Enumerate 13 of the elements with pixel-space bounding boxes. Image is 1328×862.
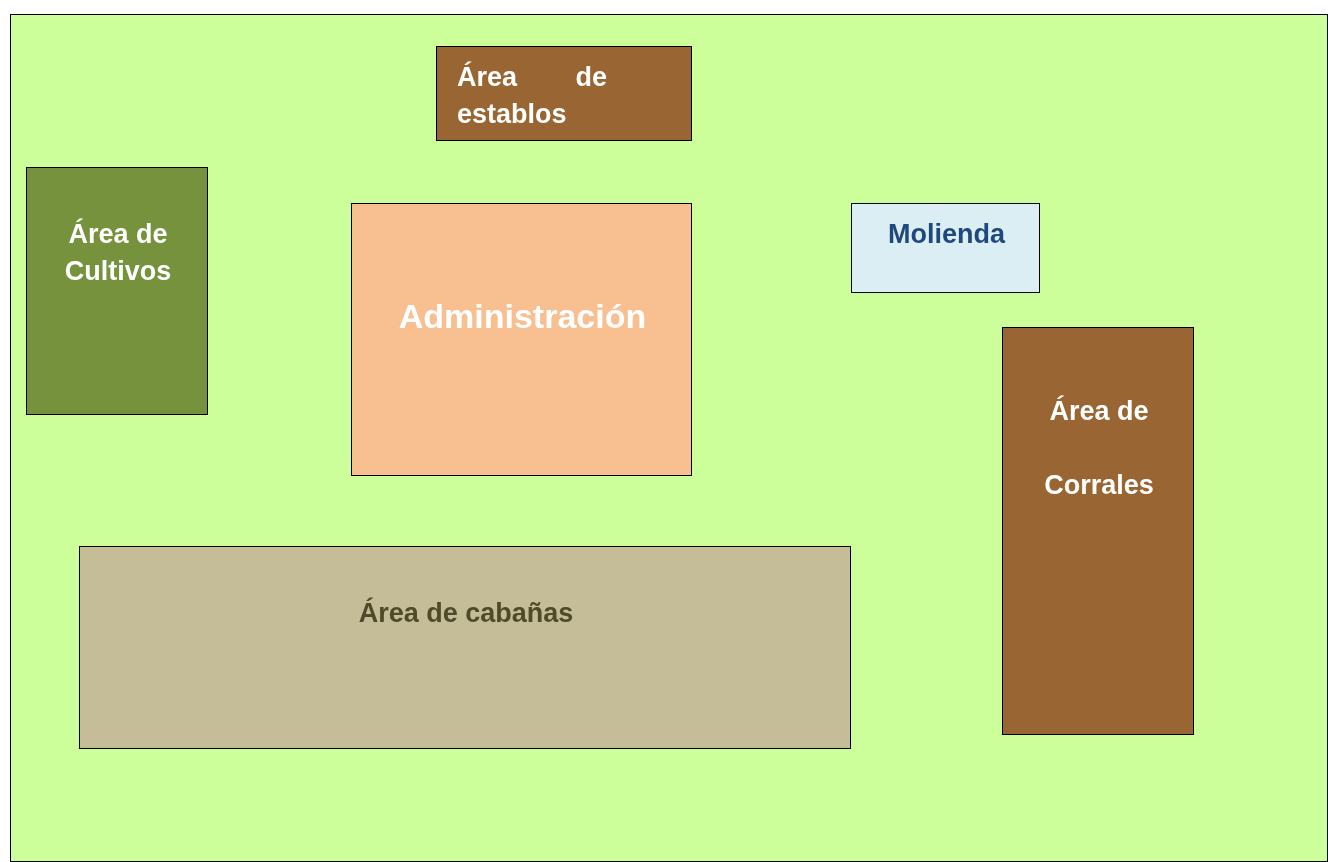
administration-area	[351, 203, 692, 476]
area-label: Área de establos	[457, 60, 607, 131]
area-label: Área de Cultivos	[63, 217, 173, 288]
cabins-area	[79, 546, 851, 749]
corrals-area	[1002, 327, 1194, 735]
area-label: Administración	[397, 296, 648, 336]
area-label: Molienda	[887, 218, 1007, 250]
grinding-area	[851, 203, 1040, 293]
site-ground	[10, 14, 1328, 862]
crops-area	[26, 167, 208, 415]
area-label: Área de cabañas	[357, 597, 575, 629]
area-label: Área de Corrales	[1043, 394, 1155, 502]
stables-area	[436, 46, 692, 141]
